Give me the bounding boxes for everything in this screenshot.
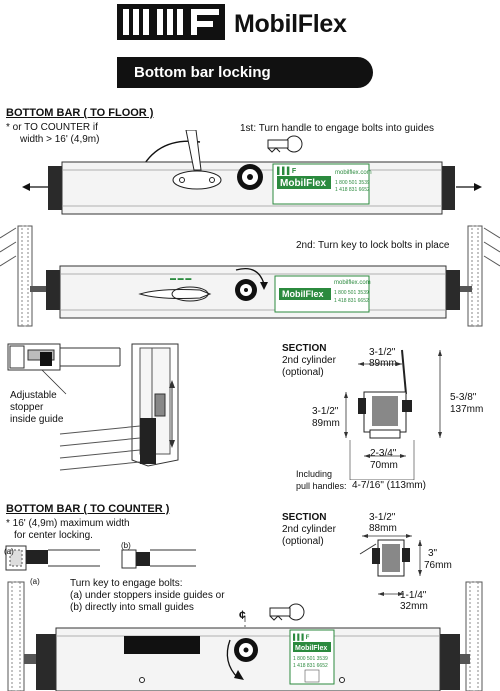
svg-text:▌▌▌F: ▌▌▌F	[293, 633, 310, 641]
svg-text:1 418 831 6652: 1 418 831 6652	[334, 298, 369, 304]
counter-note-2: for center locking.	[14, 530, 93, 541]
svg-text:1 800 501 3539: 1 800 501 3539	[335, 180, 370, 186]
counter-note-1: * 16' (4,9m) maximum width	[6, 518, 130, 529]
section2-right-mm: 76mm	[424, 560, 452, 571]
floor-bar-diagram: MobilFlex ▌▌▌F mobilflex.com 1 800 501 3…	[22, 130, 482, 215]
counter-step-2: (a) under stoppers inside guides or	[70, 590, 225, 601]
svg-text:MobilFlex: MobilFlex	[280, 178, 327, 189]
counter-tag-a2: (a)	[30, 577, 40, 586]
counter-detail-diagram	[5, 545, 196, 571]
svg-text:1 418 831 6652: 1 418 831 6652	[293, 663, 328, 669]
counter-title: BOTTOM BAR ( TO COUNTER )	[6, 503, 170, 515]
floor-bar-locked-diagram: ▬ ▬ ▬ MobilFlex mobilflex.com 1 800 501 …	[0, 225, 500, 327]
brand-name: MobilFlex	[234, 10, 347, 38]
section1-handles: 4-7/16" (113mm)	[352, 480, 426, 491]
section1-including-2: pull handles:	[296, 481, 347, 491]
counter-bar-diagram: ▌▌▌F MobilFlex 1 800 501 3539 1 418 831 …	[7, 581, 483, 691]
section1-left-in: 3-1/2"	[312, 406, 339, 417]
stopper-label-1: Adjustable	[10, 390, 57, 401]
section-banner: Bottom bar locking	[117, 57, 373, 88]
svg-text:mobilflex.com: mobilflex.com	[334, 280, 371, 286]
section2-bottom-mm: 32mm	[400, 601, 428, 612]
svg-text:MobilFlex: MobilFlex	[282, 289, 324, 299]
floor-title: BOTTOM BAR ( TO FLOOR )	[6, 107, 154, 119]
section2-subtitle-1: 2nd cylinder	[282, 524, 336, 535]
banner-title: Bottom bar locking	[134, 64, 271, 81]
section1-diagram	[344, 349, 442, 480]
rotate-arrow-icon	[235, 267, 265, 285]
key-icon	[269, 603, 305, 621]
counter-step-3: (b) directly into small guides	[70, 602, 194, 613]
section2-top-mm: 88mm	[369, 523, 397, 534]
section2-right-in: 3"	[428, 548, 438, 559]
mf-logo-icon	[117, 4, 225, 40]
counter-step-1: Turn key to engage bolts:	[70, 578, 183, 589]
section1-bottom-in: 2-3/4"	[370, 448, 397, 459]
section2-subtitle-2: (optional)	[282, 536, 324, 547]
floor-step-2: 2nd: Turn key to lock bolts in place	[296, 240, 450, 251]
section1-top-in: 3-1/2"	[369, 347, 396, 358]
stopper-label-2: stopper	[10, 402, 44, 413]
section2-title: SECTION	[282, 512, 327, 523]
brand-logo	[117, 4, 225, 40]
svg-text:1 418 831 6652: 1 418 831 6652	[335, 187, 370, 193]
handle-icon	[138, 289, 212, 299]
section2-top-in: 3-1/2"	[369, 512, 396, 523]
svg-text:▌▌▌F: ▌▌▌F	[277, 166, 297, 176]
section1-title: SECTION	[282, 343, 327, 354]
svg-text:MobilFlex: MobilFlex	[295, 645, 327, 652]
section1-subtitle-1: 2nd cylinder	[282, 355, 336, 366]
stopper-detail-diagram	[7, 343, 179, 471]
stopper-label-3: inside guide	[10, 414, 64, 425]
section1-right-in: 5-3/8"	[450, 392, 477, 403]
handle-icon	[185, 130, 202, 171]
section1-subtitle-2: (optional)	[282, 367, 324, 378]
svg-text:1 800 501 3539: 1 800 501 3539	[334, 290, 369, 296]
section1-including-1: Including	[296, 469, 333, 479]
section1-left-mm: 89mm	[312, 418, 340, 429]
counter-tag-b: (b)	[121, 541, 131, 550]
floor-note-2: width > 16' (4,9m)	[20, 134, 100, 145]
floor-step-1: 1st: Turn handle to engage bolts into gu…	[240, 123, 435, 134]
floor-note-1: * or TO COUNTER if	[6, 122, 98, 133]
svg-text:1 800 501 3539: 1 800 501 3539	[293, 656, 328, 662]
section1-top-mm: 89mm	[369, 358, 397, 369]
svg-text:mobilflex.com: mobilflex.com	[335, 170, 372, 176]
svg-text:▬ ▬ ▬: ▬ ▬ ▬	[170, 276, 191, 282]
counter-tag-a: (a)	[4, 547, 14, 556]
section1-bottom-mm: 70mm	[370, 460, 398, 471]
center-mark: ¢	[239, 608, 246, 622]
section2-diagram	[359, 534, 422, 596]
section2-bottom-in: 1-1/4"	[400, 590, 427, 601]
section1-right-mm: 137mm	[450, 404, 484, 415]
key-icon	[267, 135, 303, 153]
